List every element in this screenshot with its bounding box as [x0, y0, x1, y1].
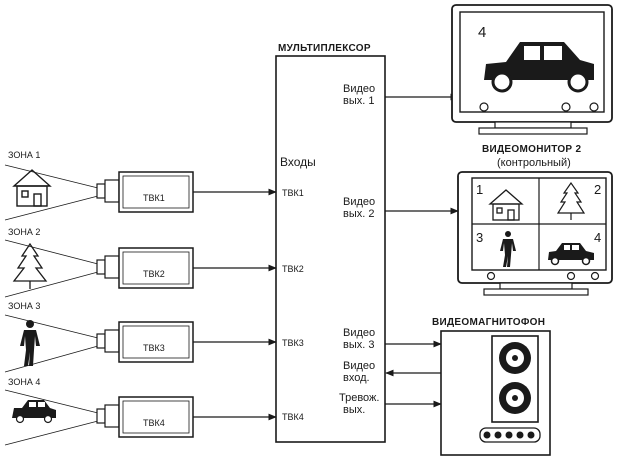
view-cone-2 [4, 239, 99, 298]
vcr-button [494, 431, 502, 439]
house-icon [12, 169, 52, 207]
tree-icon [556, 181, 586, 220]
video-out-3-label-a: Видео [343, 327, 375, 339]
camera-2-label: ТВК2 [143, 269, 165, 279]
person-icon [20, 320, 40, 366]
mux-port-tvk3: ТВК3 [282, 338, 304, 348]
camera-1-label: ТВК1 [143, 193, 165, 203]
video-out-1-label-b: вых. 1 [343, 95, 374, 107]
view-cone-1 [4, 164, 99, 221]
person-icon [500, 231, 516, 267]
zone-2-label: ЗОНА 2 [8, 227, 40, 237]
car-icon [12, 400, 56, 424]
monitor-1-knob [479, 102, 489, 112]
monitor-2-knob [590, 271, 600, 281]
alarm-out-label-b: вых. [343, 404, 365, 416]
zone-3-label: ЗОНА 3 [8, 301, 40, 311]
tree-icon [12, 242, 48, 289]
quadrant-2-number: 2 [594, 182, 601, 197]
monitor-2-title: ВИДЕОМОНИТОР 2 [482, 144, 581, 155]
inputs-label: Входы [280, 155, 316, 169]
monitor-2-subtitle: (контрольный) [497, 157, 571, 169]
multiplexer-box [275, 55, 386, 443]
monitor-1-number: 4 [478, 24, 486, 41]
camera-tvk2 [96, 247, 194, 289]
alarm-out-label-a: Тревож. [339, 392, 379, 404]
video-monitor-1: 4 [451, 4, 613, 135]
monitor-1-knob [561, 102, 571, 112]
zone-4-label: ЗОНА 4 [8, 377, 40, 387]
zone-1-label: ЗОНА 1 [8, 150, 40, 160]
vcr: ВИДЕОМАГНИТОФОН [432, 317, 551, 456]
video-out-1-label-a: Видео [343, 83, 375, 95]
connections [193, 93, 459, 421]
video-out-2-label-a: Видео [343, 196, 375, 208]
vcr-button [516, 431, 524, 439]
camera-3-label: ТВК3 [143, 343, 165, 353]
monitor-1-knob [589, 102, 599, 112]
quadrant-4-number: 4 [594, 230, 601, 245]
vcr-button [483, 431, 491, 439]
camera-4-label: ТВК4 [143, 418, 165, 428]
view-cone-3 [4, 314, 99, 373]
monitor-2-stand [499, 282, 573, 290]
reel-icon [499, 342, 531, 374]
mux-port-tvk1: ТВК1 [282, 188, 304, 198]
quadrant-3-number: 3 [476, 230, 483, 245]
monitor-2-knob [486, 271, 496, 281]
multiplexer-title: МУЛЬТИПЛЕКСОР [278, 43, 371, 54]
view-cone-4 [4, 389, 99, 446]
house-icon [488, 189, 524, 221]
mux-port-tvk4: ТВК4 [282, 412, 304, 422]
quadrant-1-number: 1 [476, 182, 483, 197]
multiplexer: МУЛЬТИПЛЕКСОР Входы ТВК1 ТВК2 ТВК3 ТВК4 … [275, 43, 386, 443]
camera-tvk4 [96, 396, 194, 438]
video-in-label-b: вход. [343, 372, 370, 384]
zone-4: ЗОНА 4 ТВК4 [4, 377, 194, 446]
camera-tvk1 [96, 171, 194, 213]
reel-icon [499, 382, 531, 414]
video-out-2-label-b: вых. 2 [343, 208, 374, 220]
mux-port-tvk2: ТВК2 [282, 264, 304, 274]
video-monitor-2: ВИДЕОМОНИТОР 2 (контрольный) 1 2 3 4 [457, 144, 613, 296]
monitor-1-stand [494, 121, 572, 129]
vcr-button [527, 431, 535, 439]
car-icon [548, 243, 594, 266]
vcr-title: ВИДЕОМАГНИТОФОН [432, 317, 545, 328]
vcr-button [505, 431, 513, 439]
zone-3: ЗОНА 3 ТВК3 [4, 301, 194, 373]
zone-2: ЗОНА 2 ТВК2 [4, 227, 194, 298]
monitor-2-base [483, 288, 589, 296]
car-icon [484, 42, 594, 93]
zone-1: ЗОНА 1 ТВК1 [4, 150, 194, 221]
video-out-3-label-b: вых. 3 [343, 339, 374, 351]
video-in-label-a: Видео [343, 360, 375, 372]
monitor-2-knob [566, 271, 576, 281]
monitor-1-base [478, 127, 588, 135]
camera-tvk3 [96, 321, 194, 363]
